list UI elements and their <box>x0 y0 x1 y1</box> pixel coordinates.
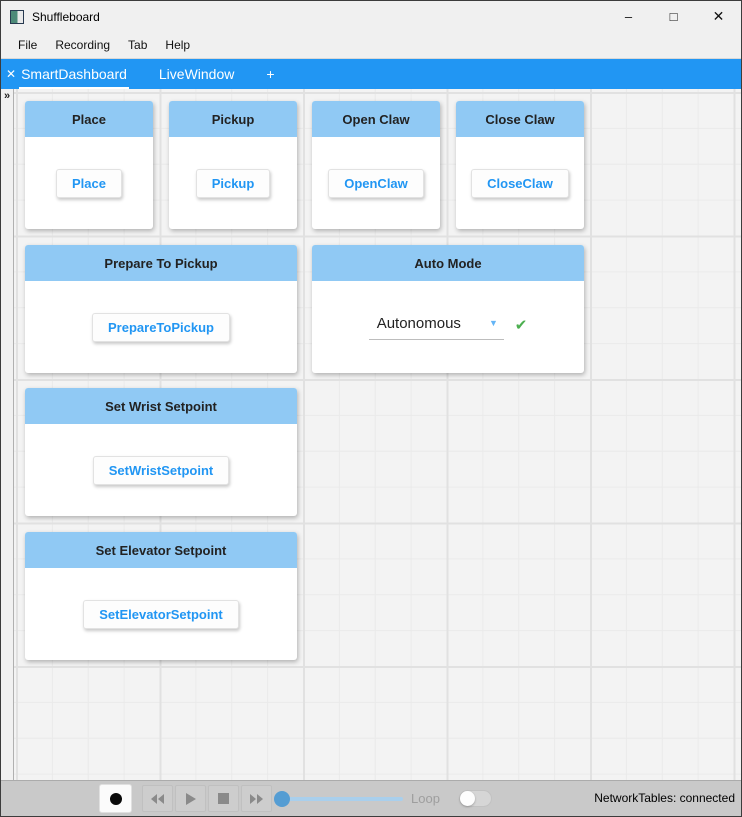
menu-help[interactable]: Help <box>165 38 191 52</box>
add-tab-button[interactable]: + <box>266 66 275 82</box>
setelevatorsetpoint-command-button[interactable]: SetElevatorSetpoint <box>83 599 239 629</box>
widget-title: Set Elevator Setpoint <box>25 532 297 568</box>
close-button[interactable]: ✕ <box>712 8 725 24</box>
widget-open-claw[interactable]: Open Claw OpenClaw <box>312 101 440 229</box>
rewind-button[interactable] <box>142 785 173 812</box>
loop-label: Loop <box>411 791 440 806</box>
stop-button[interactable] <box>208 785 239 812</box>
widget-pickup[interactable]: Pickup Pickup <box>169 101 297 229</box>
widget-close-claw[interactable]: Close Claw CloseClaw <box>456 101 584 229</box>
tab-close-icon[interactable]: ✕ <box>6 67 17 81</box>
widget-title: Auto Mode <box>312 245 584 281</box>
widget-title: Place <box>25 101 153 137</box>
record-button[interactable] <box>99 784 132 813</box>
widget-set-wrist-setpoint[interactable]: Set Wrist Setpoint SetWristSetpoint <box>25 388 297 516</box>
chevron-down-icon: ▼ <box>488 318 498 328</box>
rewind-icon <box>150 793 164 804</box>
fast-forward-button[interactable] <box>241 785 272 812</box>
widget-set-elevator-setpoint[interactable]: Set Elevator Setpoint SetElevatorSetpoin… <box>25 532 297 660</box>
transport-controls <box>142 785 272 812</box>
menu-file[interactable]: File <box>18 38 38 52</box>
window-title: Shuffleboard <box>32 9 100 24</box>
widget-place[interactable]: Place Place <box>25 101 153 229</box>
expand-sidebar-icon[interactable]: » <box>3 90 11 102</box>
widget-auto-mode[interactable]: Auto Mode Autonomous ▼ ✔ <box>312 245 584 373</box>
chooser-selected-value: Autonomous <box>376 314 461 332</box>
stop-icon <box>218 793 229 804</box>
title-bar: Shuffleboard – □ ✕ <box>1 1 741 32</box>
menu-recording[interactable]: Recording <box>55 38 111 52</box>
maximize-button[interactable]: □ <box>669 9 678 24</box>
menu-bar: File Recording Tab Help <box>1 32 741 59</box>
minimize-button[interactable]: – <box>624 9 633 24</box>
playback-bar: Loop NetworkTables: connected <box>1 780 741 816</box>
widget-title: Close Claw <box>456 101 584 137</box>
play-icon <box>185 792 196 805</box>
tab-livewindow[interactable]: LiveWindow <box>157 59 236 89</box>
tab-smartdashboard[interactable]: SmartDashboard <box>19 59 129 89</box>
widget-title: Set Wrist Setpoint <box>25 388 297 424</box>
widget-title: Open Claw <box>312 101 440 137</box>
play-button[interactable] <box>175 785 206 812</box>
record-icon <box>109 792 122 805</box>
networktables-status: NetworkTables: connected <box>594 791 735 805</box>
dashboard-canvas: » Place Place Pickup Pickup Open Claw Op… <box>1 89 741 780</box>
tab-bar: ✕ SmartDashboard LiveWindow + <box>1 59 741 89</box>
tab-label: LiveWindow <box>158 66 235 82</box>
pickup-command-button[interactable]: Pickup <box>195 168 271 198</box>
toggle-knob <box>460 791 475 806</box>
confirmation-check-icon: ✔ <box>514 317 528 334</box>
preparetopickup-command-button[interactable]: PrepareToPickup <box>92 312 230 342</box>
playback-slider-track[interactable] <box>282 797 403 801</box>
auto-mode-chooser[interactable]: Autonomous ▼ <box>368 314 504 340</box>
window-controls: – □ ✕ <box>606 1 741 32</box>
loop-toggle[interactable] <box>459 790 492 807</box>
tab-label: SmartDashboard <box>21 66 127 82</box>
openclaw-command-button[interactable]: OpenClaw <box>328 168 424 198</box>
fast-forward-icon <box>249 793 263 804</box>
sources-sidebar-collapsed[interactable]: » <box>1 89 14 780</box>
menu-tab[interactable]: Tab <box>128 38 148 52</box>
widget-title: Prepare To Pickup <box>25 245 297 281</box>
app-icon <box>10 9 24 24</box>
closeclaw-command-button[interactable]: CloseClaw <box>471 168 569 198</box>
widget-prepare-to-pickup[interactable]: Prepare To Pickup PrepareToPickup <box>25 245 297 373</box>
place-command-button[interactable]: Place <box>56 168 122 198</box>
playback-slider-thumb[interactable] <box>274 791 290 807</box>
setwristsetpoint-command-button[interactable]: SetWristSetpoint <box>92 455 230 485</box>
widget-title: Pickup <box>169 101 297 137</box>
